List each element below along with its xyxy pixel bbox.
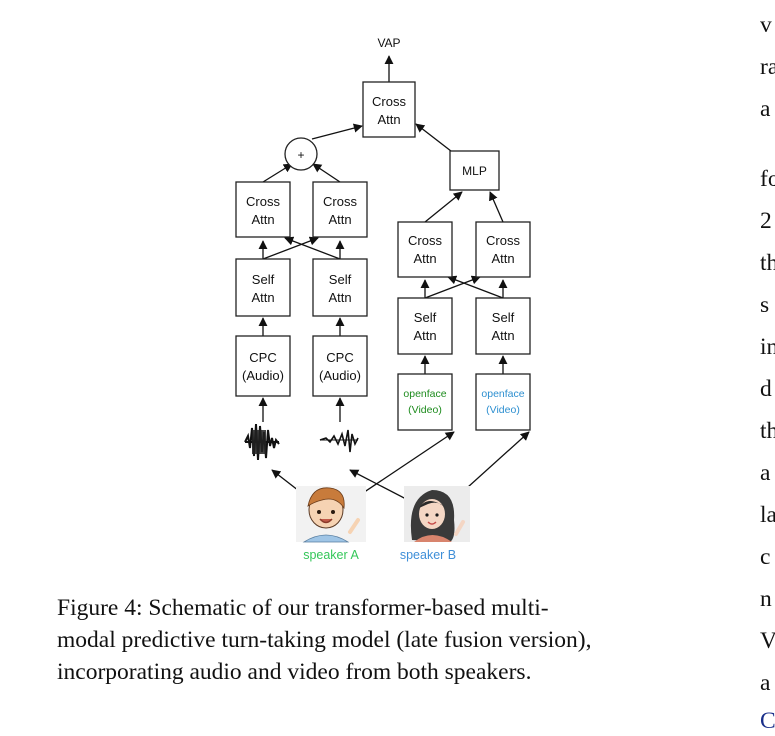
right-column-fragment: V	[760, 628, 775, 654]
openface-video-encoder-b: openface (Video)	[475, 373, 531, 431]
cpc-a-line1: CPC	[249, 350, 276, 365]
cpc-b-line1: CPC	[326, 350, 353, 365]
edge-vcrossB-mlp	[489, 191, 504, 223]
audio-cross-attn-b-line2: Attn	[328, 212, 351, 227]
top-cross-attn-block: Cross Attn	[362, 81, 416, 138]
audio-self-attn-a-line2: Attn	[251, 290, 274, 305]
audio-self-attn-a-line1: Self	[252, 272, 275, 287]
caption-line-1: Figure 4: Schematic of our transformer-b…	[57, 595, 549, 621]
audio-cross-attn-b-line1: Cross	[323, 194, 357, 209]
right-column-fragment: C	[760, 708, 775, 734]
openface-a-line1: openface	[403, 388, 446, 400]
video-self-attn-b: Self Attn	[475, 297, 531, 355]
right-column-fragment: a	[760, 460, 771, 486]
right-column-fragment: a	[760, 96, 771, 122]
openface-b-line1: openface	[481, 388, 524, 400]
right-column-fragment: a	[760, 670, 771, 696]
caption-line-2: modal predictive turn-taking model (late…	[57, 627, 592, 653]
right-column-fragment: la	[760, 502, 775, 528]
right-column-fragment: s	[760, 292, 770, 318]
waveform-icon-speaker-b	[319, 429, 359, 453]
cpc-a-line2: (Audio)	[242, 368, 284, 383]
right-column-fragment: n	[760, 586, 772, 612]
edge-plus-topcross	[311, 123, 363, 140]
cpc-b-line2: (Audio)	[319, 368, 361, 383]
top-cross-attn-line1: Cross	[372, 94, 406, 109]
video-cross-attn-b-line1: Cross	[486, 233, 520, 248]
video-self-attn-b-line2: Attn	[491, 328, 514, 343]
speaker-a-avatar-icon	[296, 486, 366, 543]
right-column-fragment: c	[760, 544, 771, 570]
cpc-audio-encoder-b: CPC (Audio)	[312, 335, 368, 397]
openface-video-encoder-a: openface (Video)	[397, 373, 453, 431]
right-column-fragment: th	[760, 418, 775, 444]
cpc-audio-encoder-a: CPC (Audio)	[235, 335, 291, 397]
edge-vselfB-vcrossA	[447, 275, 504, 299]
vap-output-label: VAP	[377, 36, 400, 50]
plus-symbol: +	[297, 148, 304, 162]
openface-a-line2: (Video)	[408, 404, 442, 416]
right-column-fragment: in	[760, 334, 775, 360]
edge-selfB-crossA	[284, 236, 341, 260]
mlp-block: MLP	[449, 150, 500, 191]
audio-cross-attn-a: Cross Attn	[235, 181, 291, 238]
video-self-attn-a: Self Attn	[397, 297, 453, 355]
right-column-fragment: ra	[760, 54, 775, 80]
speaker-b-avatar-icon	[404, 486, 470, 542]
audio-cross-attn-a-line2: Attn	[251, 212, 274, 227]
openface-b-line2: (Video)	[486, 404, 520, 416]
audio-self-attn-b-line1: Self	[329, 272, 352, 287]
audio-cross-attn-b: Cross Attn	[312, 181, 368, 238]
edge-crossB-plus	[312, 163, 341, 183]
video-cross-attn-a-line2: Attn	[413, 251, 436, 266]
audio-self-attn-b-line2: Attn	[328, 290, 351, 305]
right-column-fragment: fo	[760, 166, 775, 192]
audio-cross-attn-a-line1: Cross	[246, 194, 280, 209]
speaker-b-label: speaker B	[400, 548, 456, 562]
video-self-attn-b-line1: Self	[492, 310, 515, 325]
right-column-fragment: th	[760, 250, 775, 276]
video-cross-attn-b-line2: Attn	[491, 251, 514, 266]
top-cross-attn-line2: Attn	[377, 112, 400, 127]
diagram-edges	[258, 55, 530, 516]
edge-vselfA-vcrossB	[424, 275, 481, 299]
caption-line-3: incorporating audio and video from both …	[57, 659, 532, 685]
mlp-label: MLP	[462, 164, 487, 178]
speaker-a-label: speaker A	[303, 548, 359, 562]
right-column-fragment: v	[760, 12, 772, 38]
video-cross-attn-a-line1: Cross	[408, 233, 442, 248]
video-self-attn-a-line2: Attn	[413, 328, 436, 343]
waveform-icon-speaker-a	[244, 423, 280, 461]
edge-crossA-plus	[262, 163, 293, 183]
video-self-attn-a-line1: Self	[414, 310, 437, 325]
audio-self-attn-b: Self Attn	[312, 258, 368, 317]
right-column-fragment: d	[760, 376, 772, 402]
video-cross-attn-a: Cross Attn	[397, 221, 453, 278]
edge-vcrossA-mlp	[424, 191, 463, 223]
edge-selfA-crossB	[262, 236, 319, 260]
sum-node: +	[284, 137, 318, 171]
right-column-fragment: 2	[760, 208, 772, 234]
audio-self-attn-a: Self Attn	[235, 258, 291, 317]
video-cross-attn-b: Cross Attn	[475, 221, 531, 278]
figure-caption: Figure 4: Schematic of our transformer-b…	[57, 592, 737, 688]
